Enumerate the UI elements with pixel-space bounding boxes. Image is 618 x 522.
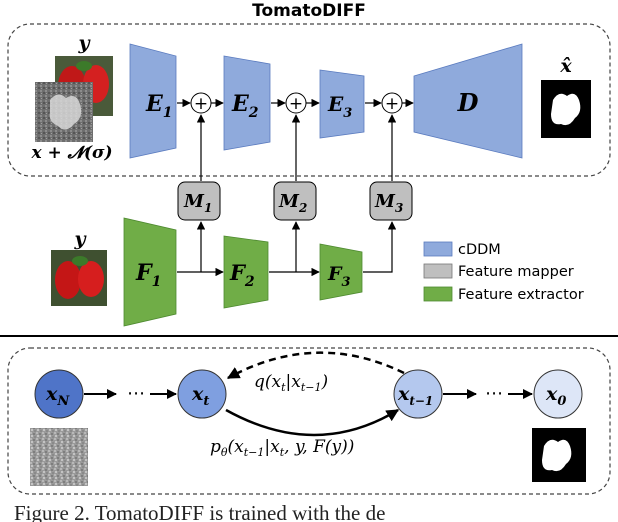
node-xn-label: xN xyxy=(45,383,70,409)
extractor-f1-label: F1 xyxy=(135,260,161,290)
sum-node-1: + xyxy=(190,92,212,114)
diagram-title: TomatoDIFF xyxy=(252,1,366,21)
mapper-m2-label: M2 xyxy=(278,191,307,215)
encoder-e2-block xyxy=(223,55,271,151)
svg-text:+: + xyxy=(194,94,208,114)
node-xt-label: xt xyxy=(191,383,209,409)
encoder-e2-label: E2 xyxy=(231,91,259,121)
noise-input-label: x + 𝓝(σ) xyxy=(30,143,112,163)
ellipsis-left: ⋯ xyxy=(127,383,145,404)
encoder-e3-label: E3 xyxy=(327,92,352,121)
reverse-process-label: pθ(xt−1|xt, y, F(y)) xyxy=(210,437,354,459)
extractor-f3-block xyxy=(319,243,363,301)
sum-node-3: + xyxy=(381,92,403,114)
node-xt-1-label: xt−1 xyxy=(397,383,433,408)
sum-node-2: + xyxy=(285,92,307,114)
top-panel-frame xyxy=(7,23,611,177)
legend-label-mapper: Feature mapper xyxy=(458,264,574,280)
extractor-f3-label: F3 xyxy=(327,263,351,290)
extractor-y-label: y xyxy=(73,228,87,250)
output-mask-image xyxy=(541,80,591,138)
node-x0 xyxy=(533,369,583,419)
mapper-m2-block xyxy=(273,181,317,221)
noisy-input-image xyxy=(35,82,93,142)
node-xt-1 xyxy=(393,369,443,419)
encoder-e3-block xyxy=(319,69,365,139)
node-xt xyxy=(177,369,227,419)
top-y-label: y xyxy=(77,32,91,54)
encoder-e1-label: E1 xyxy=(145,91,173,121)
encoder-e1-block xyxy=(129,43,177,159)
extractor-input-tomato-image xyxy=(51,250,107,306)
legend-swatch-cddm xyxy=(423,241,453,257)
svg-text:+: + xyxy=(385,94,399,114)
decoder-label: D xyxy=(457,88,479,117)
forward-process-label: q(xt|xt−1) xyxy=(254,372,328,394)
legend: cDDM Feature mapper Feature extractor xyxy=(423,241,584,303)
ellipsis-right: ⋯ xyxy=(485,383,503,404)
legend-swatch-mapper xyxy=(423,263,453,279)
legend-swatch-extractor xyxy=(423,286,453,302)
decoder-block xyxy=(413,43,523,159)
extractor-f2-label: F2 xyxy=(229,260,255,290)
mapper-m3-block xyxy=(369,181,413,221)
extractor-f2-block xyxy=(223,235,269,309)
forward-process-arrow xyxy=(226,351,405,380)
final-mask-image xyxy=(532,428,586,482)
svg-text:+: + xyxy=(289,94,303,114)
output-label: x̂ xyxy=(559,55,572,77)
legend-label-extractor: Feature extractor xyxy=(458,287,584,303)
reverse-process-arrow xyxy=(225,408,400,437)
bottom-panel-frame xyxy=(7,347,611,495)
mapper-m1-block xyxy=(177,181,221,221)
node-xn xyxy=(34,369,84,419)
extractor-f1-block xyxy=(123,217,177,327)
legend-label-cddm: cDDM xyxy=(458,242,501,258)
mapper-m3-label: M3 xyxy=(374,191,403,215)
mapper-m1-label: M1 xyxy=(183,191,212,215)
figure-caption: Figure 2. TomatoDIFF is trained with the… xyxy=(14,501,385,522)
pure-noise-image xyxy=(30,428,88,486)
node-x0-label: x0 xyxy=(545,383,566,409)
arrow-f3-m3 xyxy=(363,221,397,273)
